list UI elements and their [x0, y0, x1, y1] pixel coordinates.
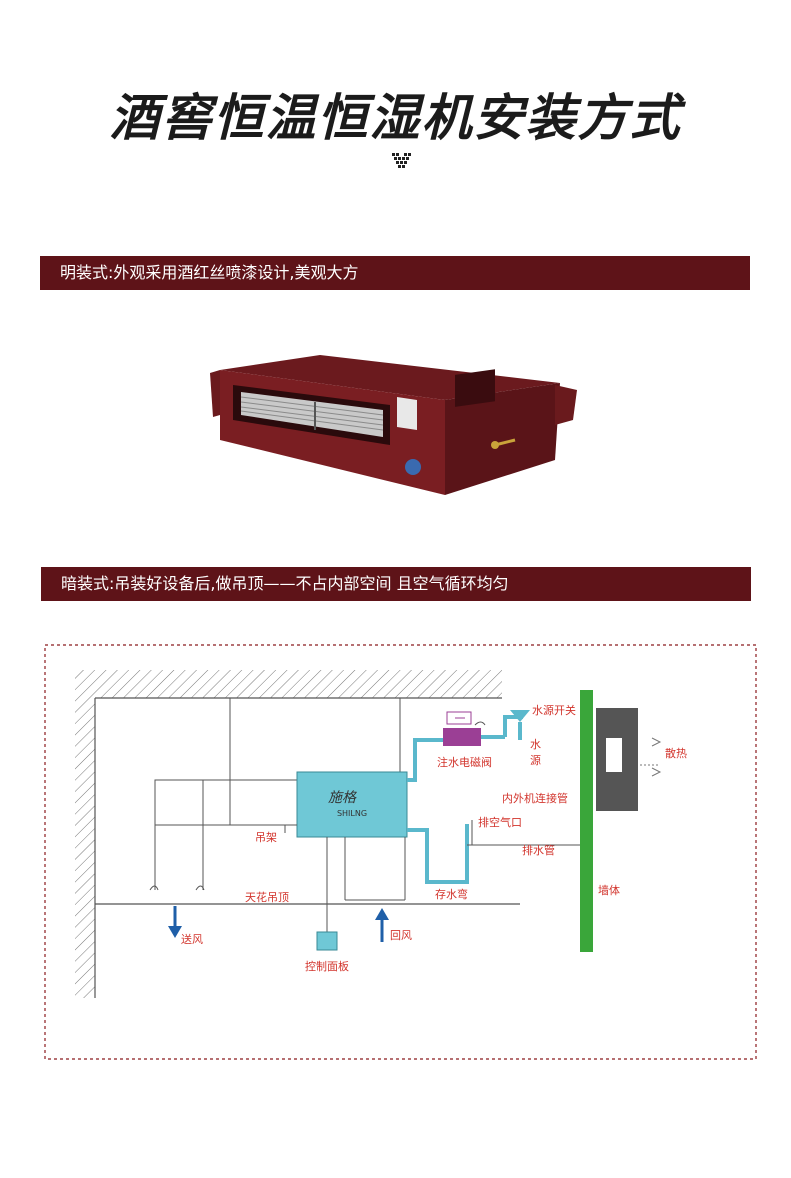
label-return-air: 回风 — [390, 929, 412, 942]
label-water-trap: 存水弯 — [435, 887, 468, 901]
ceiling-hatch — [75, 670, 502, 698]
exposed-install-banner: 明装式:外观采用酒红丝喷漆设计,美观大方 — [40, 256, 750, 290]
unit-brand-en: SHILNG — [337, 809, 367, 818]
supply-air-arrow-icon — [168, 926, 182, 938]
label-outdoor-2: 机 — [609, 755, 620, 769]
solenoid-valve — [443, 728, 481, 746]
label-connecting-pipe: 内外机连接管 — [502, 791, 568, 805]
label-drain-pipe: 排水管 — [522, 843, 555, 857]
diagram-frame — [44, 644, 757, 1060]
label-wall: 墙体 — [598, 883, 620, 897]
partition-wall — [580, 690, 593, 952]
unit-brand: 施格 — [328, 790, 357, 806]
indoor-unit — [296, 771, 408, 838]
return-air-arrow-icon — [375, 908, 389, 920]
chevron-decoration-icon — [392, 153, 411, 168]
label-water-source-1: 水 — [530, 738, 541, 751]
page-title: 酒窖恒温恒湿机安装方式 — [109, 89, 682, 147]
label-hanger: 吊架 — [255, 831, 277, 844]
label-supply-air: 送风 — [181, 932, 203, 946]
label-control-panel: 控制面板 — [305, 959, 349, 973]
install-diagram: 施格 SHILNG 水源开关 水 源 注水电磁阀 外 机 散热 内外机连接管 排… — [44, 644, 757, 1060]
control-panel-box — [316, 931, 338, 951]
wall-hatch — [75, 698, 95, 998]
water-source-switch — [510, 710, 530, 722]
label-vent: 排空气口 — [478, 815, 522, 829]
label-outdoor-1: 外 — [609, 741, 620, 754]
label-water-switch: 水源开关 — [532, 703, 576, 717]
label-solenoid-valve: 注水电磁阀 — [437, 755, 492, 769]
label-water-source-2: 源 — [530, 753, 541, 767]
unit-product-image — [210, 355, 577, 495]
concealed-install-banner: 暗装式:吊装好设备后,做吊顶——不占内部空间 且空气循环均匀 — [41, 567, 751, 601]
label-ceiling: 天花吊顶 — [245, 891, 289, 904]
label-heat-release: 散热 — [665, 746, 687, 760]
